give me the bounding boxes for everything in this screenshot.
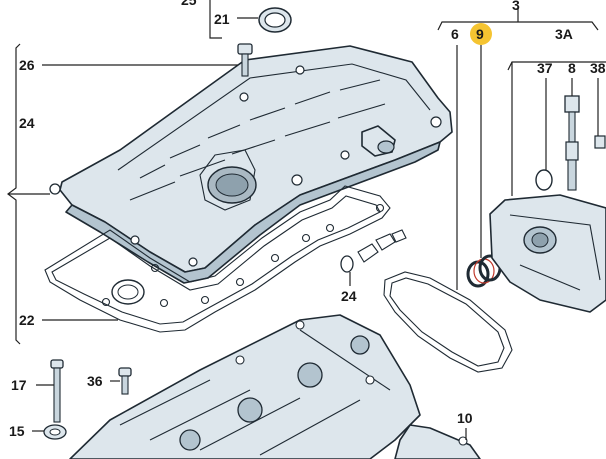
valve-cover bbox=[49, 45, 453, 284]
small-seals-24 bbox=[340, 229, 407, 273]
callout-24-left: 24 bbox=[19, 115, 35, 131]
callout-9: 9 bbox=[476, 26, 484, 42]
callout-26: 26 bbox=[19, 57, 35, 73]
o-ring-37 bbox=[535, 169, 553, 191]
cylinder-head bbox=[69, 314, 421, 459]
part-10 bbox=[394, 424, 481, 459]
housing-3a bbox=[489, 194, 606, 313]
highlight-badge-9 bbox=[470, 23, 492, 45]
leader-lines bbox=[7, 0, 606, 440]
callout-24-seals: 24 bbox=[341, 288, 357, 304]
callout-3a: 3A bbox=[555, 26, 573, 42]
plug-38 bbox=[594, 135, 606, 149]
seal-ring-21 bbox=[258, 7, 292, 33]
callout-36: 36 bbox=[87, 373, 103, 389]
callout-6: 6 bbox=[451, 26, 459, 42]
callout-21: 21 bbox=[214, 11, 230, 27]
timing-cover-gasket bbox=[383, 271, 513, 373]
callout-22: 22 bbox=[19, 312, 35, 328]
bolt-17 bbox=[50, 359, 64, 423]
bolt-36 bbox=[118, 367, 132, 395]
callout-10: 10 bbox=[457, 410, 473, 426]
callout-8: 8 bbox=[568, 60, 576, 76]
callout-37: 37 bbox=[537, 60, 553, 76]
sensor-8 bbox=[564, 95, 580, 191]
washer-15 bbox=[43, 424, 67, 440]
callout-38: 38 bbox=[590, 60, 606, 76]
callout-25: 25 bbox=[181, 0, 197, 8]
callout-15: 15 bbox=[9, 423, 25, 439]
bolt-26 bbox=[237, 43, 253, 77]
gasket-22 bbox=[44, 185, 391, 333]
callout-17: 17 bbox=[11, 377, 27, 393]
callout-3: 3 bbox=[512, 0, 520, 13]
